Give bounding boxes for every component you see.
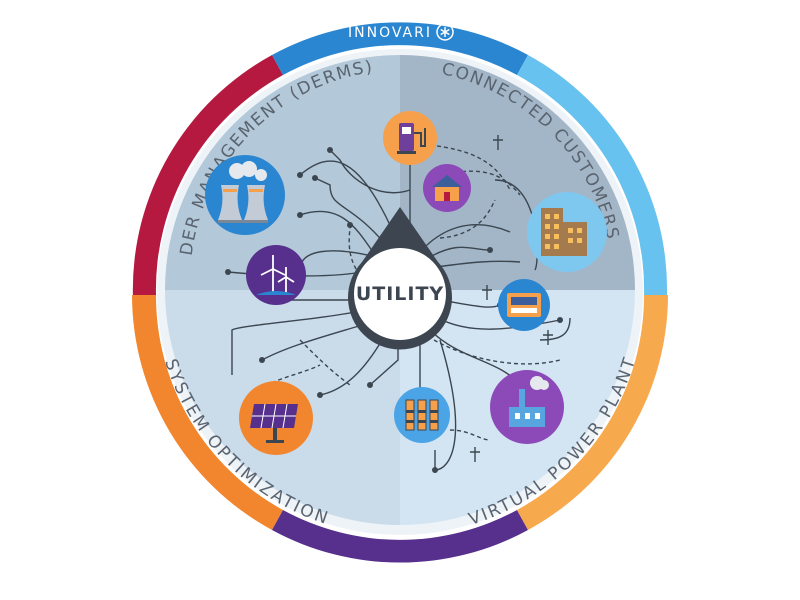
power-plant-icon [205, 155, 285, 235]
ring-segment-der [132, 55, 283, 295]
ring-segment-vpp [517, 295, 668, 530]
ring-segment-platform [272, 510, 528, 563]
wind-turbine-icon [246, 245, 306, 305]
ring-segment-optimization [132, 295, 283, 530]
ring-segment-connected [517, 55, 668, 295]
ev-charger-icon [383, 111, 437, 165]
solar-house-icon [423, 164, 471, 212]
smart-meter-icon [498, 279, 550, 331]
office-building-icon [527, 192, 607, 272]
brand-name: INNOVARI [348, 25, 432, 41]
hub-inner-circle [354, 248, 446, 340]
factory-icon [490, 370, 564, 444]
solar-panel-icon [239, 381, 313, 455]
utility-hub: UTILITY [348, 207, 452, 350]
ring-segment-innovari [272, 22, 528, 75]
battery-storage-icon [394, 387, 450, 443]
asterisk-circle-icon [436, 23, 454, 41]
center-label: UTILITY [356, 283, 444, 305]
